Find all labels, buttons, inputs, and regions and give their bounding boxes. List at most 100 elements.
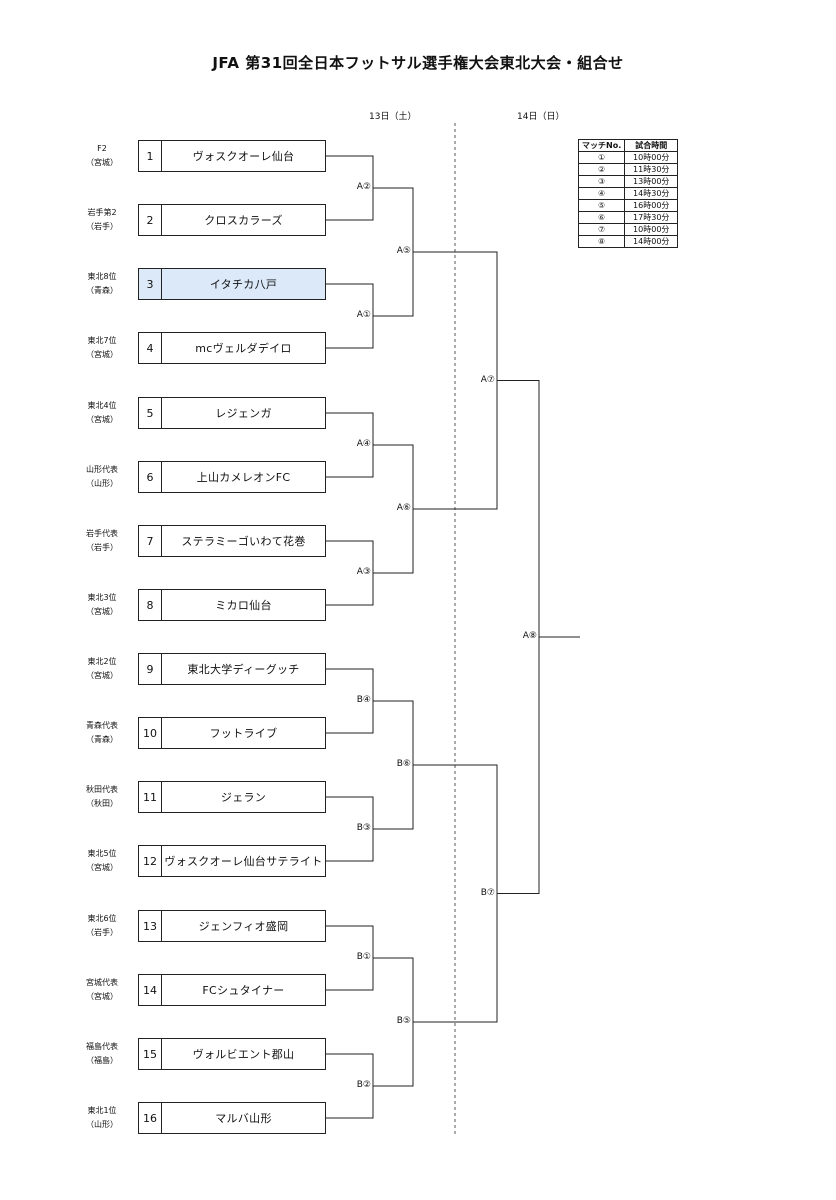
team-name: クロスカラーズ <box>204 214 283 227</box>
schedule-time: 10時00分 <box>624 151 679 164</box>
team-qualification: 秋田代表 （秋田） <box>70 783 134 811</box>
team-seed: 15 <box>139 1039 162 1069</box>
team-box: 5 レジェンガ <box>138 397 326 429</box>
team-qualification: 宮城代表 （宮城） <box>70 976 134 1004</box>
team-seed: 2 <box>139 205 162 235</box>
team-box: 9 東北大学ディーグッチ <box>138 653 326 685</box>
team-box: 2 クロスカラーズ <box>138 204 326 236</box>
qualification-prefecture: （岩手） <box>86 543 118 552</box>
match-label: B② <box>355 1080 372 1091</box>
day1-label: 13日（土） <box>369 112 417 122</box>
qualification-rank: 宮城代表 <box>86 978 118 987</box>
qualification-rank: 山形代表 <box>86 465 118 474</box>
schedule-time: 10時00分 <box>624 223 679 236</box>
team-qualification: 東北6位（岩手） <box>70 912 134 940</box>
team-qualification: 福島代表 （福島） <box>70 1040 134 1068</box>
team-seed: 11 <box>139 782 162 812</box>
schedule-header-time: 試合時間 <box>624 139 679 152</box>
schedule-time: 14時30分 <box>624 187 679 200</box>
team-seed: 13 <box>139 911 162 941</box>
team-qualification: 岩手第2（岩手） <box>70 206 134 234</box>
qualification-prefecture: （宮城） <box>86 992 118 1001</box>
schedule-time: 16時00分 <box>624 199 679 212</box>
qualification-rank: 東北2位 <box>87 657 117 666</box>
qualification-prefecture: （山形） <box>86 479 118 488</box>
team-qualification: 東北1位 （山形） <box>70 1104 134 1132</box>
qualification-prefecture: （宮城） <box>86 415 118 424</box>
qualification-rank: 東北4位 <box>87 401 117 410</box>
team-name: マルバ山形 <box>215 1112 272 1125</box>
team-seed: 4 <box>139 333 162 363</box>
qualification-rank: 東北3位 <box>87 593 117 602</box>
qualification-prefecture: （山形） <box>86 1120 118 1129</box>
match-label: B⑥ <box>395 759 412 770</box>
schedule-match-no: ⑥ <box>577 211 626 224</box>
match-label: B④ <box>355 695 372 706</box>
team-seed: 3 <box>139 269 162 299</box>
qualification-prefecture: （岩手） <box>86 222 118 231</box>
qualification-prefecture: （秋田） <box>86 799 118 808</box>
team-name: ジェラン <box>220 791 267 804</box>
team-box: 11 ジェラン <box>138 781 326 813</box>
team-seed: 6 <box>139 462 162 492</box>
team-qualification: 東北8位（青森） <box>70 270 134 298</box>
team-seed: 9 <box>139 654 162 684</box>
qualification-prefecture: （宮城） <box>86 671 118 680</box>
match-label: A⑤ <box>395 246 412 257</box>
qualification-rank: 青森代表 <box>86 721 118 730</box>
match-label: B③ <box>355 823 372 834</box>
match-label: A④ <box>355 439 372 450</box>
schedule-time: 11時30分 <box>624 163 679 176</box>
team-seed: 12 <box>139 846 162 876</box>
team-qualification: 青森代表（青森） <box>70 719 134 747</box>
team-seed: 5 <box>139 398 162 428</box>
qualification-rank: 岩手代表 <box>86 529 118 538</box>
team-name: FCシュタイナー <box>202 984 285 997</box>
schedule-header-match: マッチNo. <box>577 139 626 152</box>
qualification-prefecture: （宮城） <box>86 607 118 616</box>
match-label: B① <box>355 952 372 963</box>
qualification-rank: 秋田代表 <box>86 785 118 794</box>
schedule-match-no: ⑧ <box>577 235 626 248</box>
qualification-rank: 東北1位 <box>87 1106 117 1115</box>
schedule-match-no: ⑤ <box>577 199 626 212</box>
team-name: ヴォスクオーレ仙台 <box>192 150 295 163</box>
team-name: mcヴェルダデイロ <box>195 342 292 355</box>
team-name: 上山カメレオンFC <box>196 471 291 484</box>
team-name: ヴォスクオーレ仙台サテライト <box>164 855 323 868</box>
team-box: 6 上山カメレオンFC <box>138 461 326 493</box>
team-qualification: 東北7位（宮城） <box>70 334 134 362</box>
schedule-time: 13時00分 <box>624 175 679 188</box>
qualification-prefecture: （福島） <box>86 1056 118 1065</box>
team-qualification: 岩手代表 （岩手） <box>70 527 134 555</box>
match-label: B⑤ <box>395 1016 412 1027</box>
schedule-header-row: マッチNo. 試合時間 <box>577 139 679 152</box>
schedule-match-no: ③ <box>577 175 626 188</box>
team-qualification: 山形代表 （山形） <box>70 463 134 491</box>
team-name: ミカロ仙台 <box>215 599 272 612</box>
team-seed: 14 <box>139 975 162 1005</box>
match-label: A⑧ <box>521 631 538 642</box>
team-name: 東北大学ディーグッチ <box>187 663 300 676</box>
qualification-prefecture: （宮城） <box>86 350 118 359</box>
schedule-time: 17時30分 <box>624 211 679 224</box>
qualification-rank: 福島代表 <box>86 1042 118 1051</box>
qualification-rank: F2 <box>97 144 107 153</box>
team-name: レジェンガ <box>215 407 272 420</box>
